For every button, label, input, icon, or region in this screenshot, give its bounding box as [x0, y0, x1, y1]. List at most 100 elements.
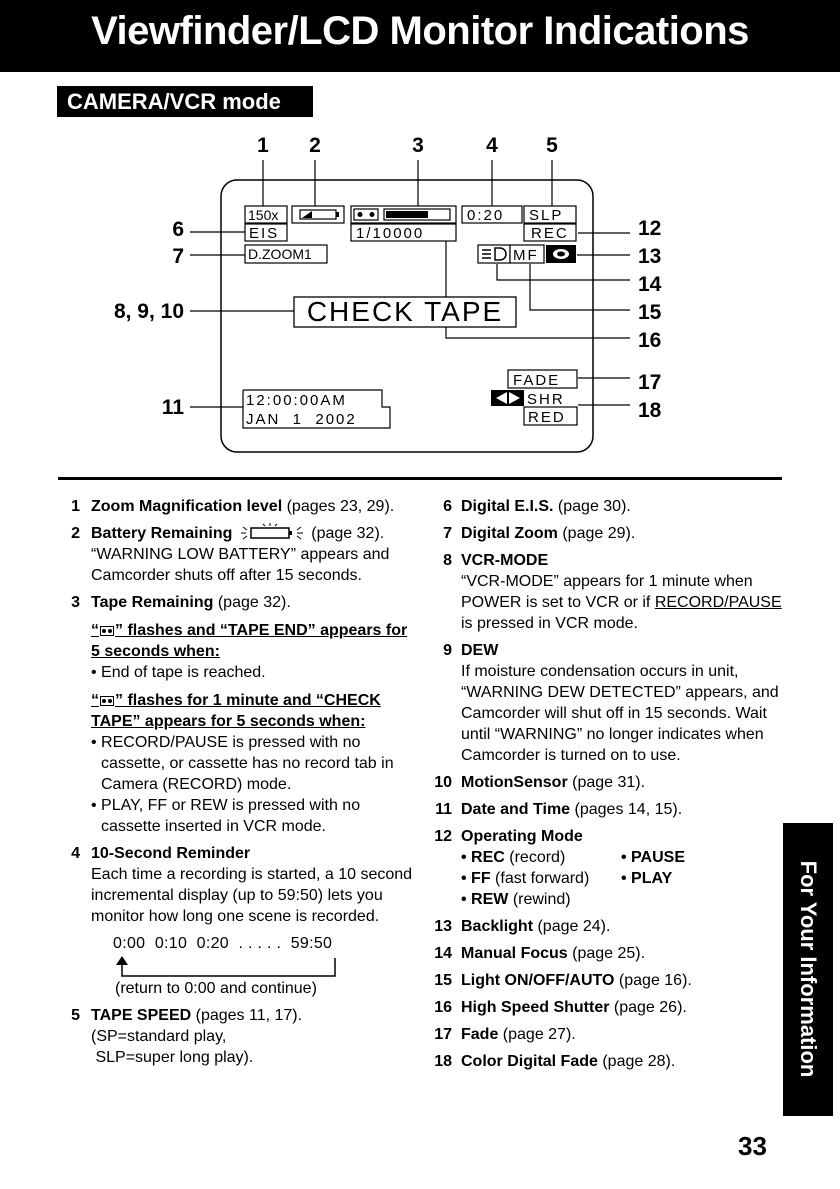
- eis-indicator: EIS: [249, 225, 279, 242]
- operating-mode: REC: [531, 225, 569, 242]
- item-label: High Speed Shutter: [461, 999, 610, 1016]
- item-number: 6: [443, 498, 452, 515]
- item-17: 17 Fade (page 27).: [428, 1024, 783, 1045]
- mode-name: • REW: [461, 891, 509, 908]
- manual-focus: MF: [513, 247, 539, 264]
- item-text: (page 27).: [498, 1026, 576, 1043]
- item-number: 11: [435, 801, 452, 818]
- mode-item: • FF (fast forward): [461, 868, 621, 889]
- divider: [58, 477, 782, 480]
- item-number: 13: [434, 918, 452, 935]
- item-text: SLP=super long play).: [91, 1049, 254, 1066]
- callout-3: 3: [412, 134, 424, 157]
- callout-7: 7: [172, 245, 184, 268]
- battery-flash-icon: [240, 523, 303, 540]
- items-left-column: 1 Zoom Magnification level (pages 23, 29…: [58, 496, 418, 1074]
- item-12: 12 Operating Mode • REC (record) • PAUSE…: [428, 826, 783, 910]
- reminder-scale: 0:00 0:10 0:20 . . . . . 59:50: [113, 935, 333, 952]
- shutter-speed: 1/10000: [356, 225, 424, 242]
- check-tape-heading: “” flashes for 1 minute and “CHECK TAPE”…: [91, 690, 418, 732]
- date-display: JAN 1 2002: [246, 411, 357, 428]
- item-text: (page 29).: [557, 525, 636, 542]
- mode-item: • PLAY: [621, 868, 741, 889]
- item-text: (page 25).: [567, 945, 646, 962]
- item-label: Battery Remaining: [91, 525, 233, 542]
- item-text: (page 30).: [553, 498, 631, 515]
- item-label: 10-Second Reminder: [91, 845, 251, 862]
- battery-icon: [291, 205, 345, 224]
- item-text: (page 26).: [609, 999, 687, 1016]
- callout-11: 11: [162, 396, 185, 419]
- item-label: Backlight: [461, 918, 534, 935]
- callout-18: 18: [638, 399, 662, 422]
- tape-icon: [100, 696, 114, 706]
- tape-remaining-icon: [350, 205, 457, 224]
- item-label: Tape Remaining: [91, 594, 214, 611]
- bullet-item: • End of tape is reached.: [91, 664, 266, 681]
- item-text: (page 31).: [567, 774, 646, 791]
- item-label: Light ON/OFF/AUTO: [461, 972, 615, 989]
- backlight-icon: [546, 245, 576, 263]
- callout-15: 15: [638, 301, 662, 324]
- item-text: If moisture condensation occurs in unit,…: [461, 663, 779, 764]
- status-message: CHECK TAPE: [307, 296, 503, 327]
- item-label: VCR-MODE: [461, 552, 549, 569]
- mode-name: • REC: [461, 849, 505, 866]
- item-number: 2: [71, 525, 80, 542]
- page-title: Viewfinder/LCD Monitor Indications: [91, 9, 749, 53]
- zoom-level: 150x: [248, 207, 278, 223]
- time-display: 12:00:00AM: [246, 392, 347, 409]
- mode-item: • REC (record): [461, 847, 621, 868]
- bullet-item: • RECORD/PAUSE is pressed with no casset…: [91, 734, 394, 793]
- item-text: (page 16).: [614, 972, 692, 989]
- leader-lines: [190, 160, 630, 408]
- item-number: 17: [434, 1026, 452, 1043]
- tape-end-heading: “” flashes and “TAPE END” appears for 5 …: [91, 620, 418, 662]
- callout-13: 13: [638, 245, 661, 268]
- item-label: Color Digital Fade: [461, 1053, 598, 1070]
- item-text: (page 24).: [533, 918, 611, 935]
- shutter-icon: [491, 390, 524, 406]
- item-text: “VCR-MODE” appears for 1 minute when POW…: [461, 571, 783, 634]
- high-speed-shutter: SHR: [527, 391, 565, 408]
- item-label: Digital Zoom: [461, 525, 558, 542]
- item-13: 13 Backlight (page 24).: [428, 916, 783, 937]
- item-text: (page 32).: [213, 594, 291, 611]
- color-digital-fade: RED: [528, 409, 566, 426]
- item-number: 1: [71, 498, 80, 515]
- item-number: 5: [71, 1007, 80, 1024]
- mode-tag: CAMERA/VCR mode: [57, 86, 313, 117]
- section-tab-label: For Your Information: [796, 860, 821, 1078]
- callout-12: 12: [638, 217, 661, 240]
- callout-14: 14: [638, 273, 662, 296]
- item-1: 1 Zoom Magnification level (pages 23, 29…: [58, 496, 418, 517]
- screen-frame: [220, 179, 594, 453]
- item-number: 18: [434, 1053, 452, 1070]
- callout-1: 1: [257, 134, 269, 157]
- text-part: “VCR-MODE” appears for 1 minute when POW…: [461, 573, 753, 611]
- item-text: (SP=standard play,: [91, 1028, 227, 1045]
- page-number: 33: [738, 1131, 767, 1161]
- title-bar: Viewfinder/LCD Monitor Indications: [0, 0, 840, 72]
- item-number: 3: [71, 594, 80, 611]
- item-label: TAPE SPEED: [91, 1007, 192, 1024]
- tape-speed: SLP: [529, 207, 563, 224]
- item-label: Fade: [461, 1026, 499, 1043]
- heading-text: ” flashes and “TAPE END” appears for 5 s…: [91, 622, 408, 660]
- item-5: 5 TAPE SPEED (pages 11, 17). (SP=standar…: [58, 1005, 418, 1068]
- callout-2: 2: [309, 134, 321, 157]
- item-4: 4 10-Second Reminder Each time a recordi…: [58, 843, 418, 999]
- item-label: MotionSensor: [461, 774, 568, 791]
- mode-list: • REC (record) • PAUSE • FF (fast forwar…: [461, 847, 783, 910]
- item-8: 8 VCR-MODE “VCR-MODE” appears for 1 minu…: [428, 550, 783, 634]
- mode-name: • PAUSE: [621, 849, 685, 866]
- item-page: (page 32).: [311, 525, 385, 542]
- callout-8-9-10: 8, 9, 10: [114, 300, 184, 323]
- light-icon: [477, 244, 511, 264]
